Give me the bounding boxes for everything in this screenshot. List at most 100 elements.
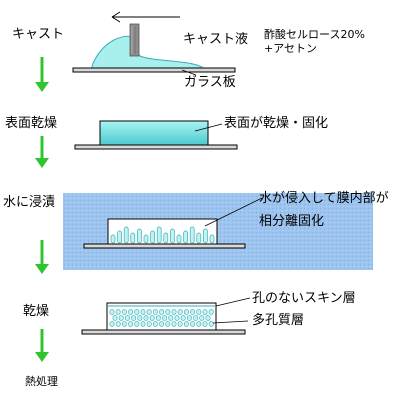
casting-direction-arrow xyxy=(111,11,180,23)
pore xyxy=(118,315,124,321)
capsule-void xyxy=(183,230,188,244)
composition-label-line2: +アセトン xyxy=(264,42,317,55)
composition-label-line1: 酢酸セルロース20% xyxy=(264,28,365,41)
capsule-void xyxy=(137,228,142,244)
step-drying: 乾燥 xyxy=(23,304,50,319)
capsule-void xyxy=(176,234,182,244)
pore xyxy=(155,315,161,321)
pore xyxy=(202,321,208,327)
glass-plate-4 xyxy=(81,329,246,335)
pore xyxy=(171,309,177,315)
capsule-void xyxy=(163,232,169,244)
glass-label-leader xyxy=(181,69,197,76)
pore xyxy=(159,321,165,327)
porous-label-leader xyxy=(212,320,249,324)
dried-film xyxy=(99,120,209,146)
water-intrusion-label-line1: 水が侵入して膜内部が xyxy=(259,191,389,206)
scraper-blade-icon xyxy=(129,23,140,57)
pore xyxy=(152,309,158,315)
capsule-void xyxy=(170,228,175,244)
pore xyxy=(140,321,146,327)
capsule-void xyxy=(123,226,129,244)
capsule-void xyxy=(156,226,162,244)
skin-label-leader xyxy=(215,297,251,307)
pore xyxy=(134,321,140,327)
pore xyxy=(128,309,134,315)
capsule-void xyxy=(203,228,208,244)
pore xyxy=(174,315,180,321)
pore xyxy=(190,309,196,315)
pore xyxy=(149,315,155,321)
pore xyxy=(140,309,146,315)
pore xyxy=(165,309,171,315)
pore xyxy=(109,309,115,315)
pore xyxy=(134,309,140,315)
pore xyxy=(205,315,211,321)
final-membrane xyxy=(106,302,217,331)
casting-solution-label: キャスト液 xyxy=(183,32,249,47)
pore xyxy=(183,309,189,315)
step-casting: キャスト xyxy=(12,27,65,42)
pore xyxy=(183,321,189,327)
capsule-void xyxy=(130,232,136,244)
pore xyxy=(190,321,196,327)
pore xyxy=(146,321,152,327)
capsule-void xyxy=(110,234,116,244)
pore xyxy=(199,315,205,321)
step-heat-treatment: 熱処理 xyxy=(25,375,58,388)
capsule-void xyxy=(189,226,195,244)
capsule-void xyxy=(209,234,215,244)
pore xyxy=(186,315,192,321)
pore xyxy=(137,315,143,321)
pore xyxy=(177,309,183,315)
glass-plate-2 xyxy=(74,144,238,150)
pore xyxy=(115,321,121,327)
pore xyxy=(196,309,202,315)
glass-plate-1 xyxy=(72,67,236,73)
pore xyxy=(208,321,214,327)
surface-label-leader xyxy=(194,123,223,132)
pore xyxy=(152,321,158,327)
capsule-void xyxy=(150,230,155,244)
phase-separating-film xyxy=(107,218,218,245)
pore xyxy=(124,315,130,321)
skin-layer-label: 孔のないスキン層 xyxy=(252,291,356,306)
porous-layer-label: 多孔質層 xyxy=(252,313,305,328)
flow-arrow-2 xyxy=(35,136,49,168)
water-intrusion-label-line2: 相分離固化 xyxy=(259,214,325,229)
pore xyxy=(131,315,137,321)
pore xyxy=(159,309,165,315)
pore xyxy=(109,321,115,327)
flow-arrow-4 xyxy=(35,329,49,362)
pore xyxy=(196,321,202,327)
immersion-label-leader xyxy=(204,197,263,227)
step-surface-drying: 表面乾燥 xyxy=(5,116,58,131)
flow-arrow-1 xyxy=(35,57,49,92)
pore xyxy=(202,309,208,315)
surface-dried-label: 表面が乾燥・固化 xyxy=(224,116,329,131)
pore xyxy=(128,321,134,327)
glass-plate-3 xyxy=(83,243,246,249)
pore xyxy=(143,315,149,321)
pore xyxy=(208,309,214,315)
capsule-void xyxy=(143,234,149,244)
pore xyxy=(168,315,174,321)
pore xyxy=(162,315,168,321)
pore xyxy=(171,321,177,327)
capsule-void xyxy=(196,232,202,244)
pore xyxy=(177,321,183,327)
pore xyxy=(146,309,152,315)
step-water-immersion: 水に浸漬 xyxy=(3,195,56,210)
pore xyxy=(112,315,118,321)
pore xyxy=(115,309,121,315)
pore xyxy=(121,321,127,327)
pore xyxy=(165,321,171,327)
pore xyxy=(193,315,199,321)
glass-plate-label: ガラス板 xyxy=(184,75,236,90)
flow-arrow-3 xyxy=(35,240,49,274)
pore xyxy=(180,315,186,321)
capsule-void xyxy=(117,230,122,244)
pore xyxy=(121,309,127,315)
